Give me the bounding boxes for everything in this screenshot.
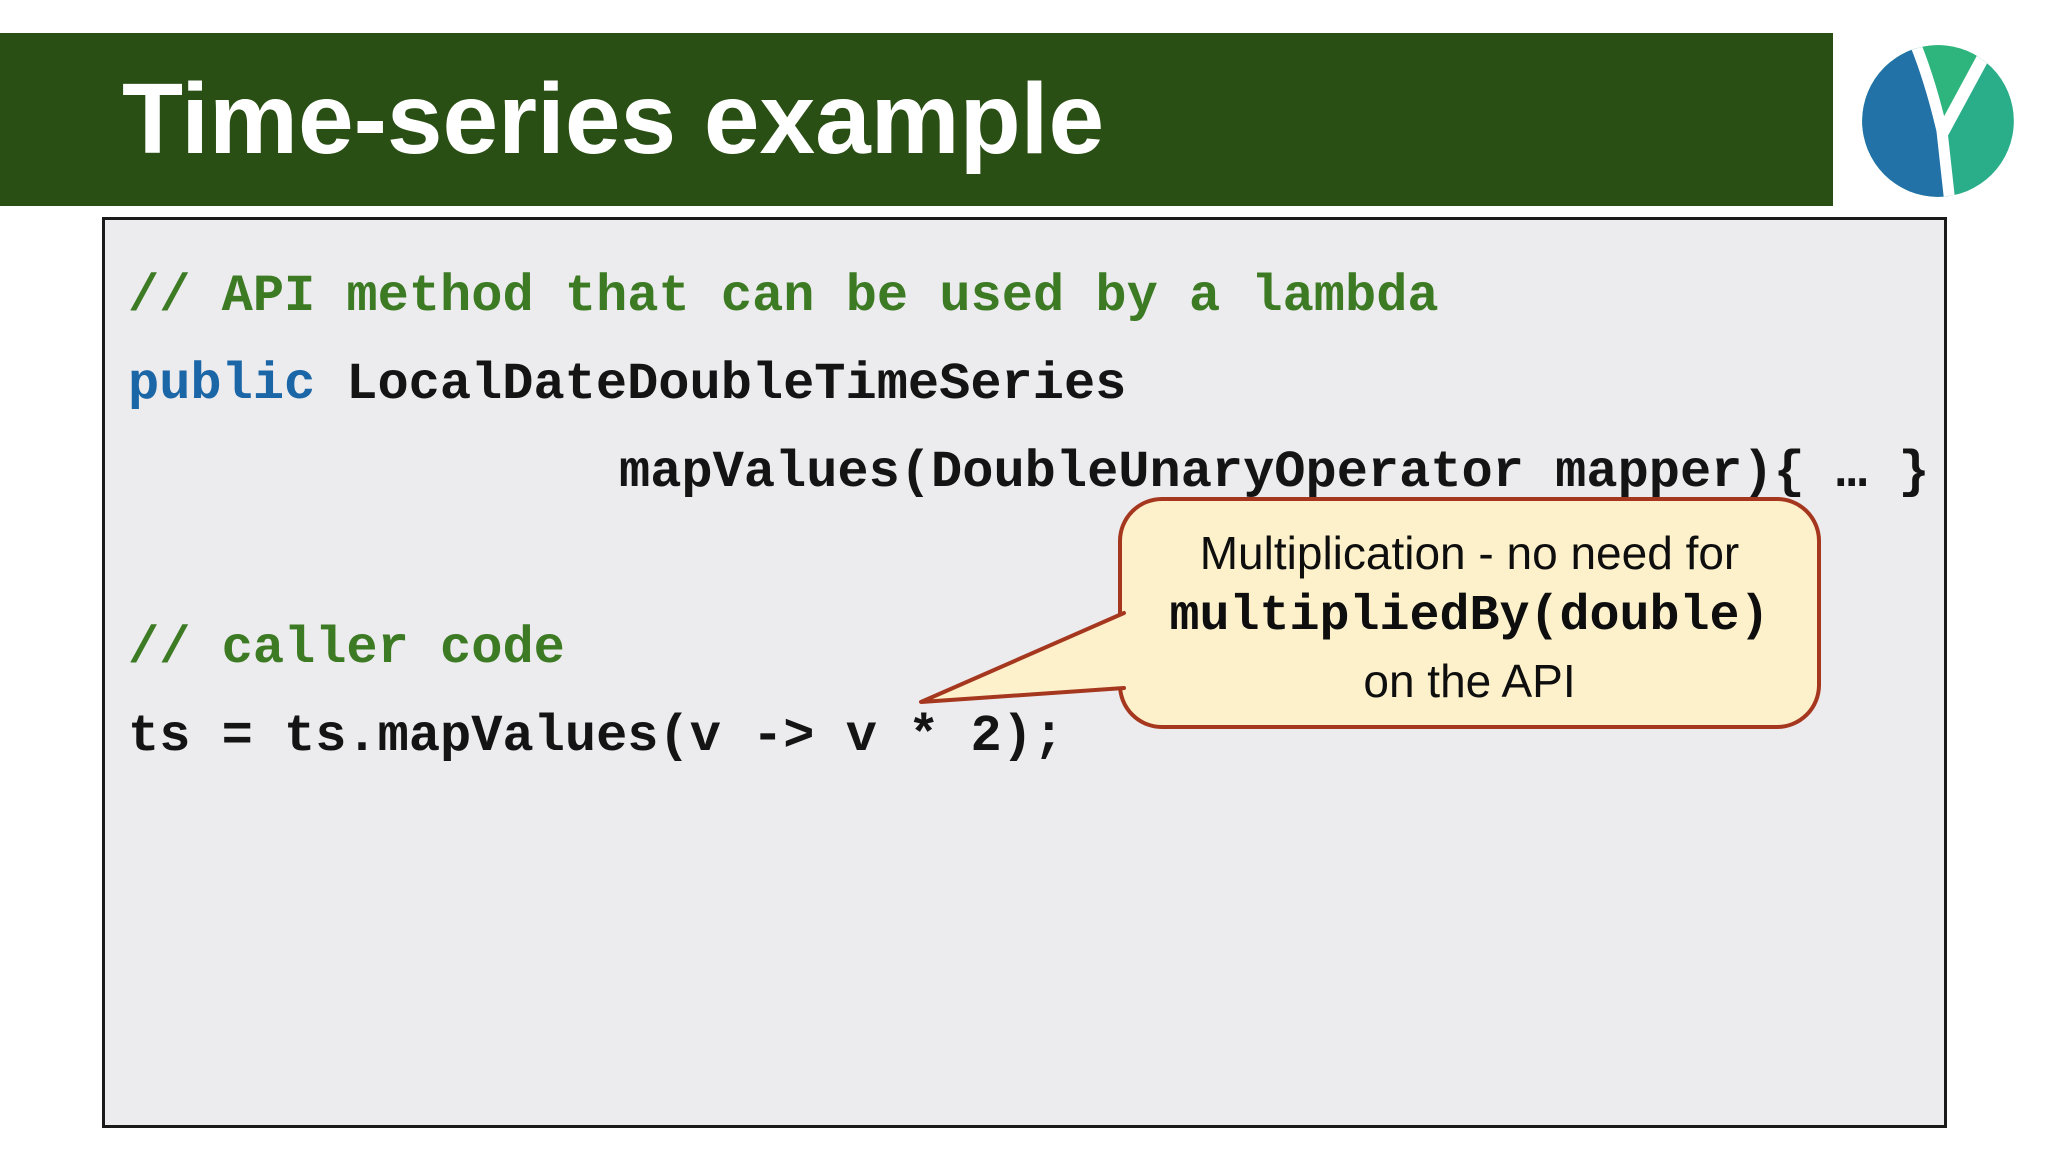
callout-bubble: Multiplication - no need for multipliedB… (1118, 497, 1821, 729)
code-line-signature: public LocalDateDoubleTimeSeries (128, 357, 1126, 413)
opengamma-logo (1862, 45, 2014, 197)
callout-tail (919, 611, 1126, 704)
callout-line-2: multipliedBy(double) (1169, 588, 1770, 645)
callout-line-1: Multiplication - no need for (1199, 527, 1740, 579)
code-comment-api: // API method that can be used by a lamb… (128, 267, 1439, 326)
code-type-name: LocalDateDoubleTimeSeries (346, 355, 1127, 414)
code-keyword-public: public (128, 355, 316, 414)
page-title: Time-series example (122, 63, 1105, 175)
code-comment-caller: // caller code (128, 619, 565, 678)
callout-line-3: on the API (1363, 655, 1576, 707)
code-line-mapvalues: mapValues(DoubleUnaryOperator mapper){ …… (619, 443, 1930, 502)
code-line-caller: ts = ts.mapValues(v -> v * 2); (128, 707, 1065, 766)
slide-header-bar (0, 33, 1833, 206)
